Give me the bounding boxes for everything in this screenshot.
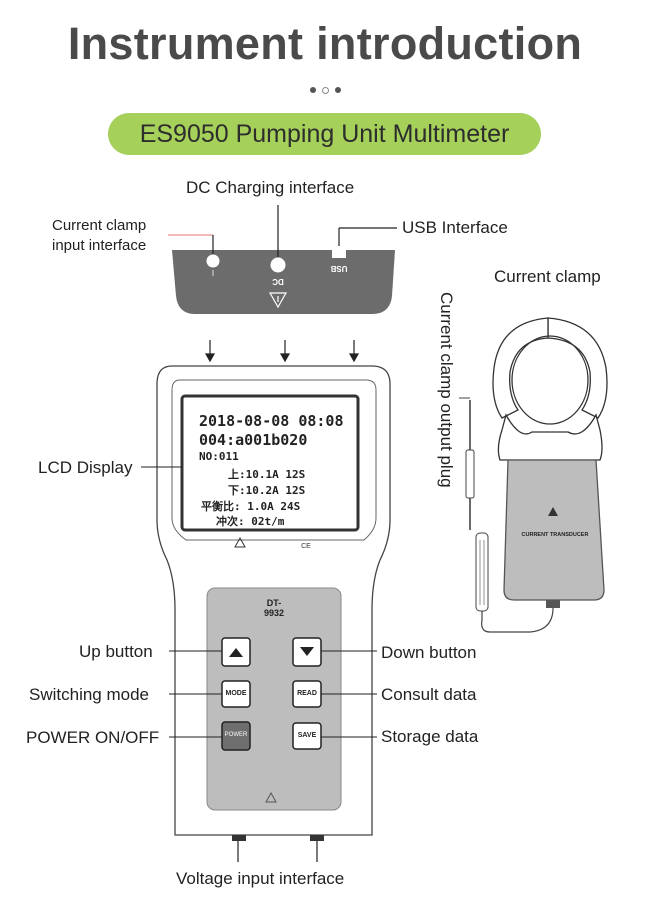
clamp-output-plug-label: Current clamp output plug (437, 292, 456, 488)
warning-icon (268, 292, 288, 309)
switching-mode-label: Switching mode (29, 685, 150, 704)
lcd-up-value: 上:10.1A 12S (228, 468, 306, 481)
voltage-port (310, 835, 324, 841)
lcd-stroke-rate: 冲次: 02t/m (216, 515, 285, 528)
top-connector-panel: I DC USB (172, 246, 395, 314)
storage-data-label: Storage data (381, 727, 479, 746)
current-clamp: CURRENT TRANSDUCER (459, 317, 608, 633)
voltage-port (232, 835, 246, 841)
carousel-dot[interactable] (335, 87, 341, 93)
consult-data-label: Consult data (381, 685, 477, 704)
model-label: DT-9932 (263, 598, 285, 618)
voltage-input-label: Voltage input interface (176, 869, 345, 888)
up-button[interactable] (221, 637, 251, 667)
power-label: POWER ON/OFF (26, 728, 160, 747)
down-button[interactable] (292, 637, 322, 667)
carousel-dot[interactable] (310, 87, 316, 93)
lcd-number: NO:011 (199, 450, 239, 463)
lcd-down-value: 下:10.2A 12S (228, 484, 306, 497)
carousel-indicator[interactable] (306, 85, 346, 95)
save-button-label[interactable]: SAVE (297, 732, 317, 739)
up-button-label: Up button (79, 642, 153, 661)
usb-port (332, 246, 346, 258)
lcd-screen: 2018-08-08 08:08 004:a001b020 NO:011 上:1… (196, 410, 344, 528)
warning-icon (234, 536, 246, 548)
usb-interface-label: USB Interface (402, 218, 508, 237)
dc-charging-label: DC Charging interface (186, 178, 355, 197)
dc-port (270, 257, 286, 273)
carousel-dot[interactable] (322, 87, 329, 94)
lcd-balance-ratio: 平衡比: 1.0A 24S (201, 500, 301, 513)
clamp-cable (481, 545, 554, 633)
insert-arrows (204, 340, 360, 363)
port-i-label: I (212, 268, 214, 277)
lcd-display-label: LCD Display (38, 458, 133, 477)
page-title: Instrument introduction (67, 18, 583, 69)
clamp-body-text: CURRENT TRANSDUCER (522, 532, 589, 538)
lcd-code: 004:a001b020 (199, 431, 308, 449)
power-button-label[interactable]: POWER (224, 732, 248, 738)
down-button-label: Down button (381, 643, 477, 662)
power-button[interactable] (221, 721, 251, 751)
warning-icon (548, 507, 558, 516)
up-arrow-icon (229, 648, 243, 657)
port-usb-label: USB (330, 264, 347, 273)
save-button[interactable] (292, 722, 322, 750)
current-clamp-label: Current clamp (494, 267, 601, 286)
down-arrow-icon (300, 647, 314, 656)
mode-button-label[interactable]: MODE (225, 690, 247, 697)
ce-mark: CE (301, 543, 311, 550)
product-name-badge: ES9050 Pumping Unit Multimeter (108, 113, 541, 155)
port-dc-label: DC (272, 277, 284, 286)
warning-icon (265, 791, 277, 803)
lcd-datetime: 2018-08-08 08:08 (199, 412, 344, 430)
clamp-input-port (206, 254, 220, 268)
read-button-label[interactable]: READ (297, 690, 317, 697)
current-clamp-input-label: Current clamp input interface (52, 217, 147, 254)
